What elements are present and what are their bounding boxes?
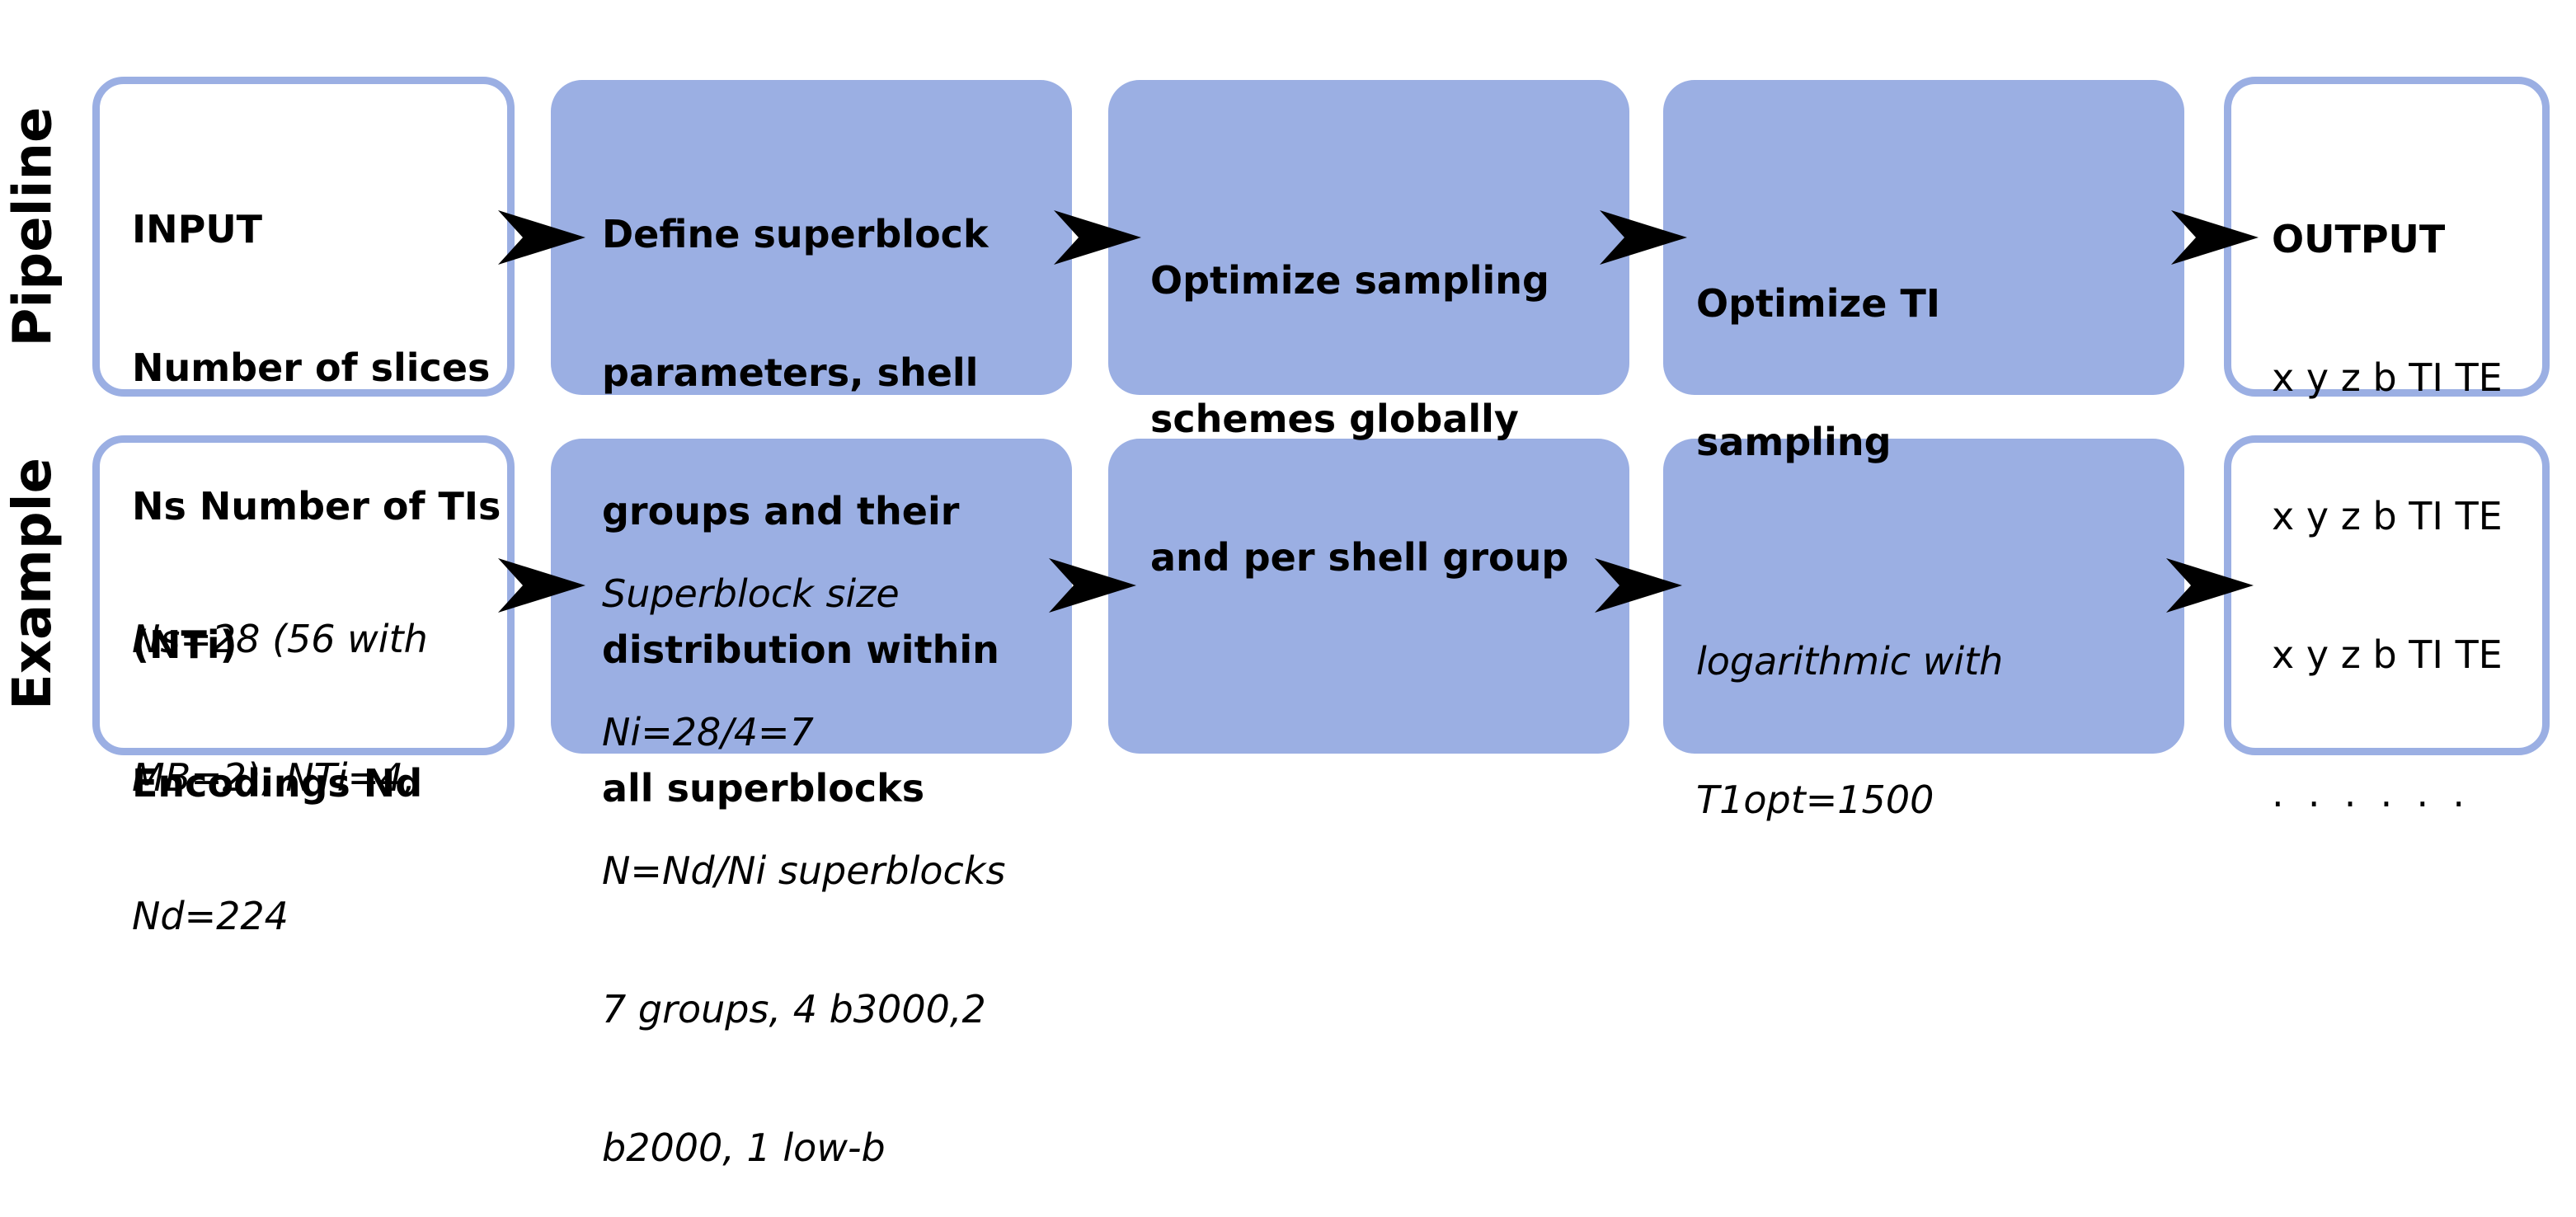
example-row-label: Example xyxy=(0,394,66,773)
pipeline-step1-box xyxy=(551,80,1072,395)
text-line: all superblocks xyxy=(602,766,925,811)
text-line: (NTi) xyxy=(132,623,237,667)
text-line: Define superblock xyxy=(602,212,989,256)
example-step2-box xyxy=(1108,439,1629,754)
output-title: OUTPUT xyxy=(2272,217,2446,261)
text-line: Superblock size xyxy=(602,571,900,616)
output-dots: . . . . . . xyxy=(2272,771,2465,815)
arrow-right-icon xyxy=(2171,210,2259,265)
arrow-right-icon xyxy=(1600,210,1687,265)
text-line: parameters, shell xyxy=(602,350,979,395)
text-line: MB=2), NTi=4, xyxy=(132,755,416,800)
output-line: x y z b TI TE xyxy=(2272,494,2503,538)
example-input-box xyxy=(92,435,515,755)
pipeline-output-text: OUTPUT x y z b TI TE x y z b TI TE x y z… xyxy=(2272,124,2503,862)
pipeline-step2-text: Optimize sampling schemes globally and p… xyxy=(1150,165,1568,627)
example-label-text: Example xyxy=(2,457,63,711)
text-line: 7 groups, 4 b3000,2 xyxy=(602,987,986,1031)
arrow-right-icon xyxy=(1595,558,1682,613)
text-line: Ns=28 (56 with xyxy=(132,617,428,661)
example-step1-text: Superblock size Ni=28/4=7 N=Nd/Ni superb… xyxy=(602,478,1005,1217)
arrow-right-icon xyxy=(1054,210,1141,265)
example-step1-box xyxy=(551,439,1072,754)
text-line: and per shell group xyxy=(1150,535,1569,580)
text-line: Ni=28/4=7 xyxy=(602,710,814,754)
arrow-right-icon xyxy=(498,210,585,265)
example-step3-text: logarithmic with T1opt=1500 xyxy=(1696,546,2003,869)
text-line: Number of slices xyxy=(132,345,491,390)
arrow-right-icon xyxy=(1049,558,1136,613)
pipeline-step3-box xyxy=(1663,80,2184,395)
text-line: Encodings Nd xyxy=(132,761,423,806)
example-input-text: Ns=28 (56 with MB=2), NTi=4, Nd=224 xyxy=(132,524,428,985)
text-line: INPUT xyxy=(132,207,263,251)
text-line: Optimize sampling xyxy=(1150,258,1549,303)
text-line: logarithmic with xyxy=(1696,639,2004,684)
output-line: x y z b TI TE xyxy=(2272,632,2503,677)
pipeline-step1-text: Define superblock parameters, shell grou… xyxy=(602,119,999,858)
output-line: x y z b TI TE xyxy=(2272,355,2503,400)
pipeline-label-text: Pipeline xyxy=(2,106,63,347)
text-line: N=Nd/Ni superblocks xyxy=(602,848,1006,893)
pipeline-input-text: INPUT Number of slices Ns Number of TIs … xyxy=(132,114,501,853)
text-line: sampling xyxy=(1696,420,1892,464)
text-line: Ns Number of TIs xyxy=(132,484,501,529)
arrow-right-icon xyxy=(498,558,585,613)
example-output-box xyxy=(2224,435,2550,755)
text-line: distribution within xyxy=(602,627,999,672)
pipeline-step2-box xyxy=(1108,80,1629,395)
example-step3-box xyxy=(1663,439,2184,754)
arrow-right-icon xyxy=(2166,558,2254,613)
text-line: schemes globally xyxy=(1150,397,1519,441)
text-line: Nd=224 xyxy=(132,894,289,938)
pipeline-step3-text: Optimize TI sampling xyxy=(1696,188,1940,511)
text-line: b2000, 1 low-b xyxy=(602,1125,886,1170)
text-line: Optimize TI xyxy=(1696,281,1940,326)
text-line: groups and their xyxy=(602,489,960,533)
text-line: T1opt=1500 xyxy=(1696,778,1934,822)
pipeline-row-label: Pipeline xyxy=(0,37,66,416)
pipeline-input-box xyxy=(92,77,515,397)
